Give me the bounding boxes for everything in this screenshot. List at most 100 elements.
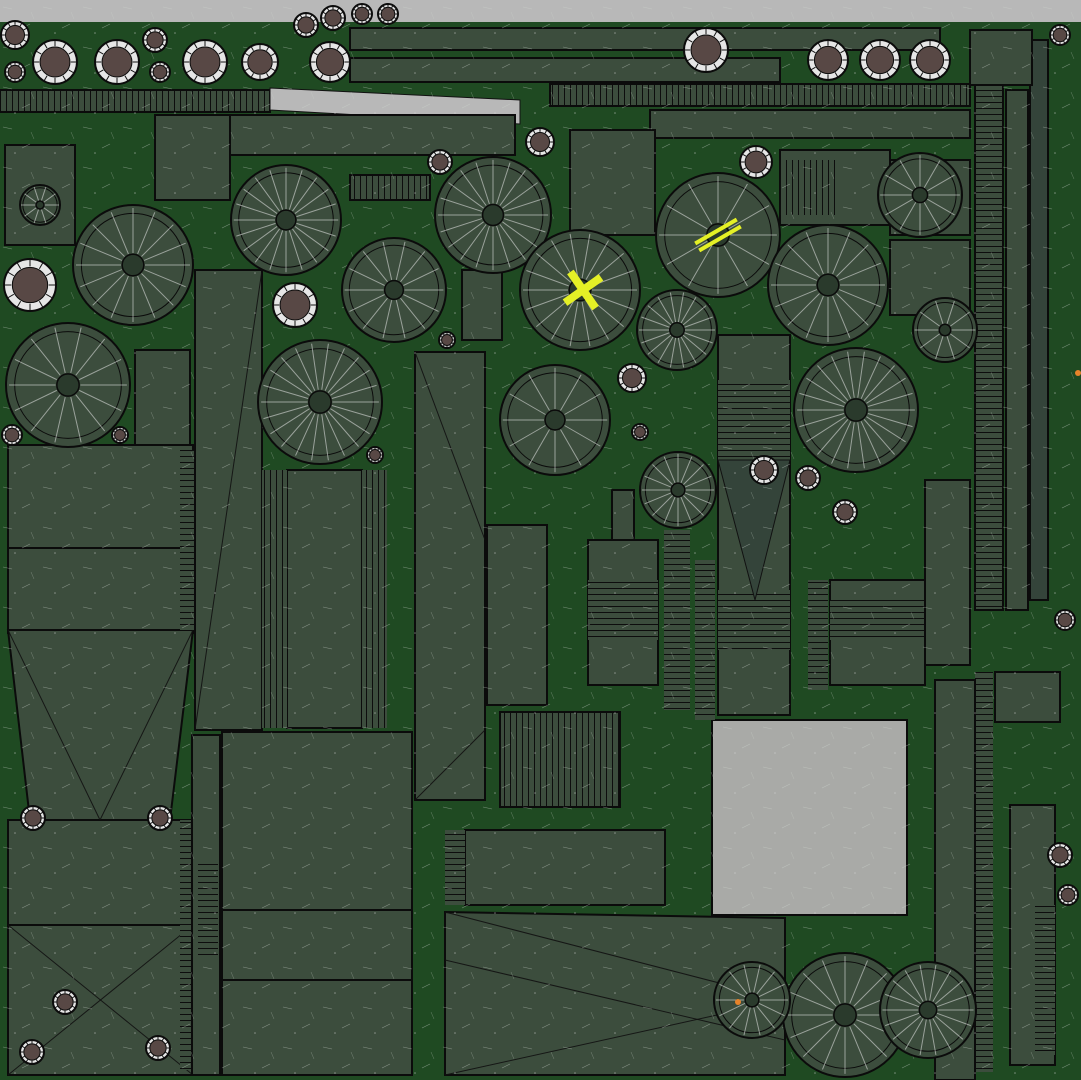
- bolt: [0, 20, 30, 50]
- bolt: [739, 145, 773, 179]
- col4-tall-panel: [414, 351, 486, 801]
- bolt: [832, 499, 858, 525]
- mid-center-hatch-strip: [664, 530, 690, 710]
- bolt: [377, 3, 399, 25]
- orange-accent-dot-edge: [1075, 370, 1081, 376]
- spoked-disc: [713, 961, 791, 1039]
- col4-hatch-side: [445, 830, 465, 905]
- bolt: [1054, 609, 1076, 631]
- bolt: [4, 61, 26, 83]
- spoked-disc: [5, 322, 131, 448]
- spoked-disc: [636, 289, 718, 371]
- bolt: [683, 27, 729, 73]
- right-rail-3: [1029, 39, 1049, 601]
- spoked-disc: [782, 952, 908, 1078]
- col3-panel-c: [221, 979, 413, 1076]
- left-small-panel: [134, 349, 191, 446]
- spoked-disc: [639, 451, 717, 529]
- spoked-disc: [877, 152, 963, 238]
- mid-hatch-stripe: [718, 380, 790, 460]
- upper-right-rect-hatch: [780, 160, 840, 215]
- spoked-disc: [499, 364, 611, 476]
- left-small-panel-2: [461, 269, 503, 341]
- orange-accent-dot: [735, 999, 741, 1005]
- bolt: [795, 465, 821, 491]
- left-panel-lower: [7, 819, 194, 926]
- top-gray-strip: [0, 0, 1081, 22]
- steel-panel: [711, 719, 908, 916]
- col3-panel-tall: [286, 469, 363, 729]
- bolt: [351, 3, 373, 25]
- mid-center-hatch: [588, 580, 658, 640]
- bolt: [1047, 842, 1073, 868]
- bolt: [111, 426, 129, 444]
- spoked-disc: [655, 172, 781, 298]
- bolt: [749, 455, 779, 485]
- bolt: [293, 12, 319, 38]
- top-hatch-bar: [0, 89, 271, 113]
- bolt: [94, 39, 140, 85]
- bolt: [859, 39, 901, 81]
- bolt-group: [0, 3, 1079, 1065]
- col4-hatch-box: [499, 711, 621, 808]
- bolt: [438, 331, 456, 349]
- bolt: [20, 805, 46, 831]
- spoked-disc: [793, 347, 919, 473]
- mid-right-hatch: [830, 600, 925, 640]
- spoked-disc: [879, 961, 977, 1059]
- bolt: [272, 282, 318, 328]
- disc-group: [5, 152, 978, 1078]
- left-panel-top: [7, 444, 194, 551]
- bolt: [909, 39, 951, 81]
- left-panel-mid: [7, 547, 194, 634]
- mid-right-vertical: [808, 580, 828, 690]
- bolt: [807, 39, 849, 81]
- hatch-block-a: [349, 174, 431, 201]
- bolt: [1057, 884, 1079, 906]
- mid-center-vertical: [611, 489, 635, 541]
- upper-panel-c: [569, 129, 656, 236]
- spoked-disc: [19, 184, 61, 226]
- spoked-disc: [341, 237, 447, 343]
- left-panel-long: [6, 629, 195, 821]
- bolt: [147, 805, 173, 831]
- col3-hatch-2: [362, 470, 387, 728]
- bolt: [32, 39, 78, 85]
- top-bar-row: [349, 27, 941, 51]
- bolt: [182, 39, 228, 85]
- bolt: [149, 61, 171, 83]
- right-rail: [974, 69, 1004, 611]
- col3-hatch: [262, 470, 287, 728]
- mid-vertical-hatch: [695, 560, 715, 720]
- bolt: [617, 363, 647, 393]
- spoked-disc: [72, 204, 194, 326]
- bolt: [142, 27, 168, 53]
- mid-hatch-stripe-2: [718, 590, 790, 650]
- upper-wide-panel: [229, 114, 516, 156]
- col4b-panel: [486, 524, 548, 706]
- right-lower-hatch-2: [1035, 905, 1055, 1055]
- spoked-disc: [912, 297, 978, 363]
- right-rail-2: [1005, 89, 1029, 611]
- right-lower-hatch: [975, 672, 993, 1072]
- col4-panel-mid: [464, 829, 666, 906]
- bolt: [1, 424, 23, 446]
- top-bar-row-4: [649, 109, 971, 139]
- left-hatch-strip: [180, 450, 194, 630]
- cross-marking: [562, 269, 604, 311]
- bolt: [52, 989, 78, 1015]
- right-lower-panel: [994, 671, 1061, 723]
- bolt: [241, 43, 279, 81]
- bolt: [3, 258, 57, 312]
- col3-panel-a: [221, 731, 413, 911]
- spoked-disc: [434, 156, 552, 274]
- dash-marking: [694, 217, 742, 253]
- spoked-disc: [257, 339, 383, 465]
- bolt: [320, 5, 346, 31]
- bolt: [631, 423, 649, 441]
- right-top-block: [969, 29, 1033, 86]
- top-bar-row-3: [549, 83, 971, 107]
- bolt: [309, 41, 351, 83]
- col3-panel-b: [221, 909, 413, 981]
